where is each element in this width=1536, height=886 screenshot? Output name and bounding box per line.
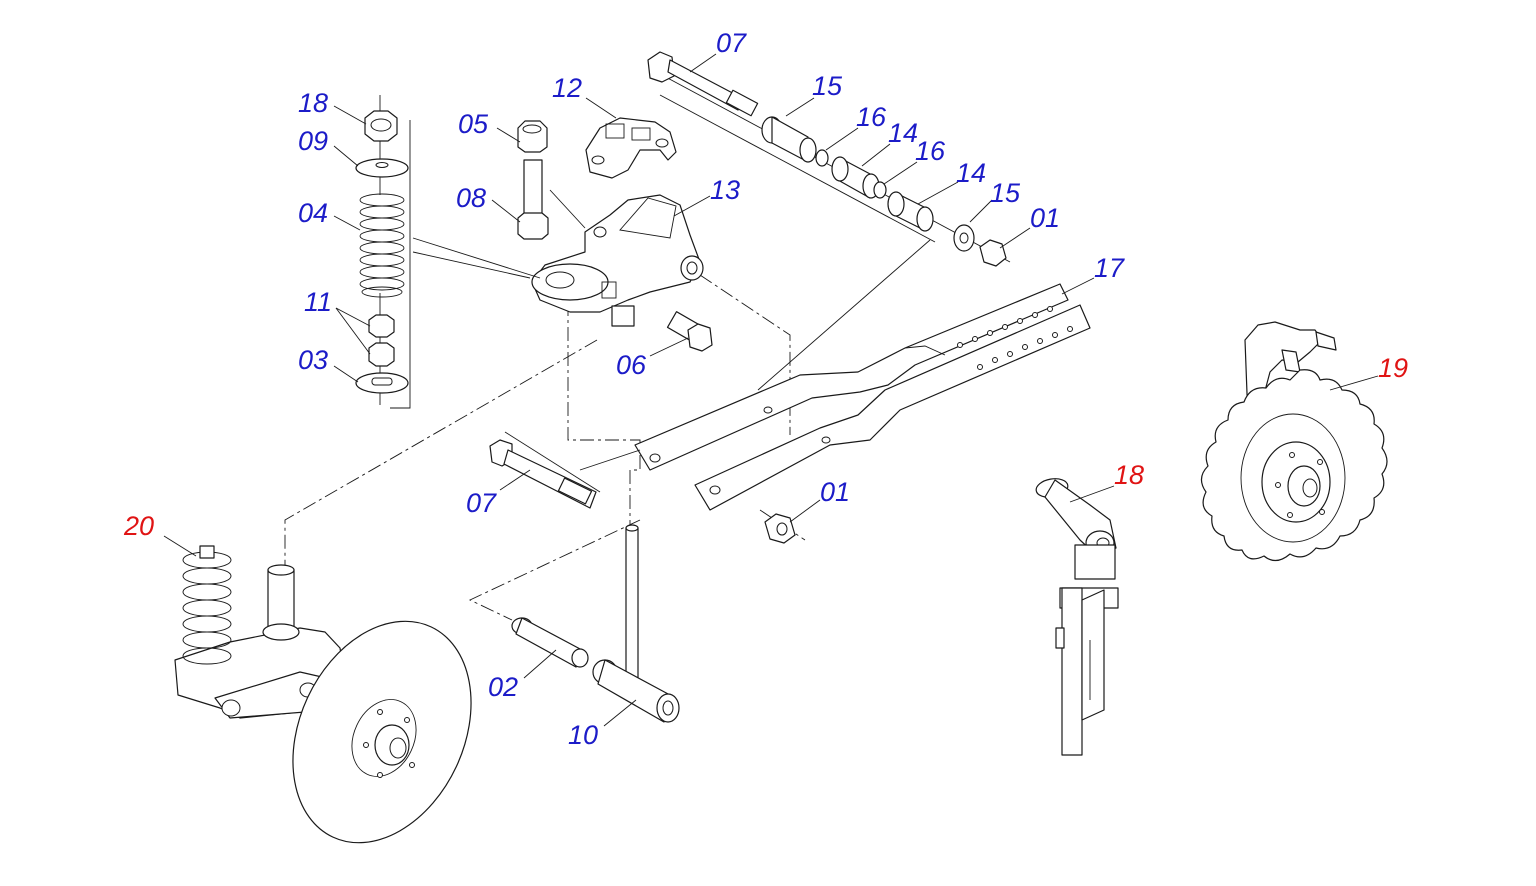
pin-02 [511,617,589,668]
callout-18-red: 18 [1114,460,1144,490]
bolt-07-lower [489,431,601,509]
callout-19: 19 [1378,353,1408,383]
callout-02: 02 [488,672,518,702]
callout-06: 06 [616,350,647,380]
callout-20: 20 [123,511,154,541]
assembly-center-lines [284,274,806,621]
callout-05: 05 [458,109,489,139]
bolt-06 [666,311,713,352]
callout-labels: 07 15 16 14 16 14 15 01 12 13 05 08 18 0… [123,28,1408,750]
nut-11-lower [368,342,395,367]
callout-17: 17 [1094,253,1125,283]
callout-15-upper: 15 [812,71,843,101]
callout-01-lower: 01 [820,477,850,507]
spring-stack-assembly [355,95,411,409]
spring-20 [182,545,232,665]
callout-08: 08 [456,183,486,213]
axle-stack-top [647,51,1011,267]
callout-18-blue: 18 [298,88,328,118]
callout-07-lower: 07 [466,488,497,518]
disc-opener-assembly-20 [174,545,472,844]
callout-15-lower: 15 [990,178,1021,208]
nut-11-upper [368,314,395,338]
spring-04 [359,193,405,298]
callout-10: 10 [568,720,598,750]
leader-lines [163,53,1379,727]
callout-14-first: 14 [888,118,918,148]
callout-07-top: 07 [716,28,747,58]
callout-14-second: 14 [956,158,986,188]
frame-arm-17 [634,239,1091,511]
callout-12: 12 [552,73,582,103]
clamp-12 [585,117,677,179]
callout-09: 09 [298,126,328,156]
callout-04: 04 [298,198,328,228]
callout-13: 13 [710,175,740,205]
callout-01-top: 01 [1030,203,1060,233]
bracket-13 [531,194,704,327]
tube-10 [592,524,680,723]
callout-16-second: 16 [915,136,946,166]
seed-tube-assembly-18 [1035,478,1119,756]
callout-03: 03 [298,345,328,375]
bolt-05-08 [517,120,549,240]
callout-16-first: 16 [856,102,887,132]
coulter-assembly-19 [1200,321,1388,562]
adjustment-holes [957,306,1073,370]
callout-11: 11 [304,287,332,317]
